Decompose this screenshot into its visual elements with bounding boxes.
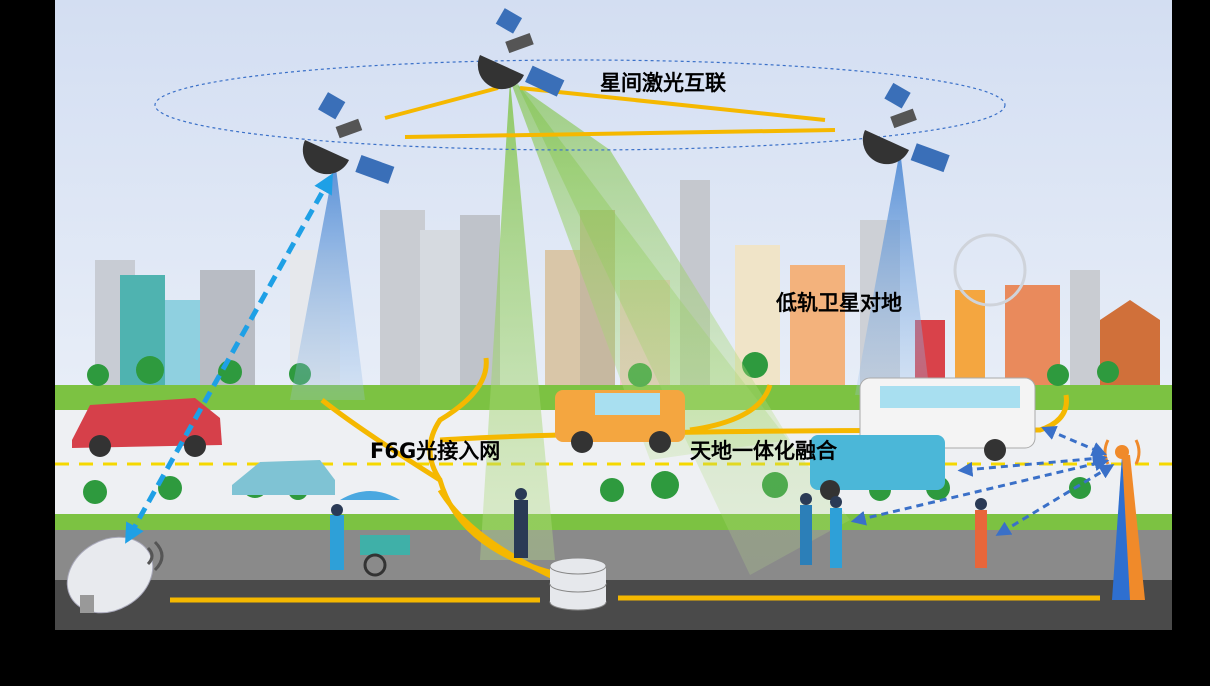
label-inter-satellite-laser: 星间激光互联 <box>600 71 726 95</box>
vendor-cart <box>340 491 410 577</box>
beam-center-1 <box>480 80 555 560</box>
wireless-links <box>850 426 1115 536</box>
beam-right-satellite <box>855 150 930 395</box>
wifi-icon <box>146 540 164 572</box>
satellite-right <box>862 82 950 173</box>
laser-links <box>384 86 836 139</box>
orange-suv <box>555 390 685 453</box>
base-station-tower <box>1103 439 1145 600</box>
ground-station-dish <box>66 536 164 614</box>
satellite-center <box>477 8 565 97</box>
data-center-server <box>549 557 607 611</box>
orbit-path <box>154 59 1006 151</box>
satellite-left <box>302 92 395 184</box>
fiber-network <box>320 357 1069 583</box>
satellite-ground-link <box>125 173 333 544</box>
beam-center-3 <box>515 80 850 575</box>
label-integration: 天地一体化融合 <box>690 439 838 463</box>
label-leo-ground: 低轨卫星对地 <box>775 291 902 315</box>
label-f6g-access: F6G光接入网 <box>370 439 500 463</box>
